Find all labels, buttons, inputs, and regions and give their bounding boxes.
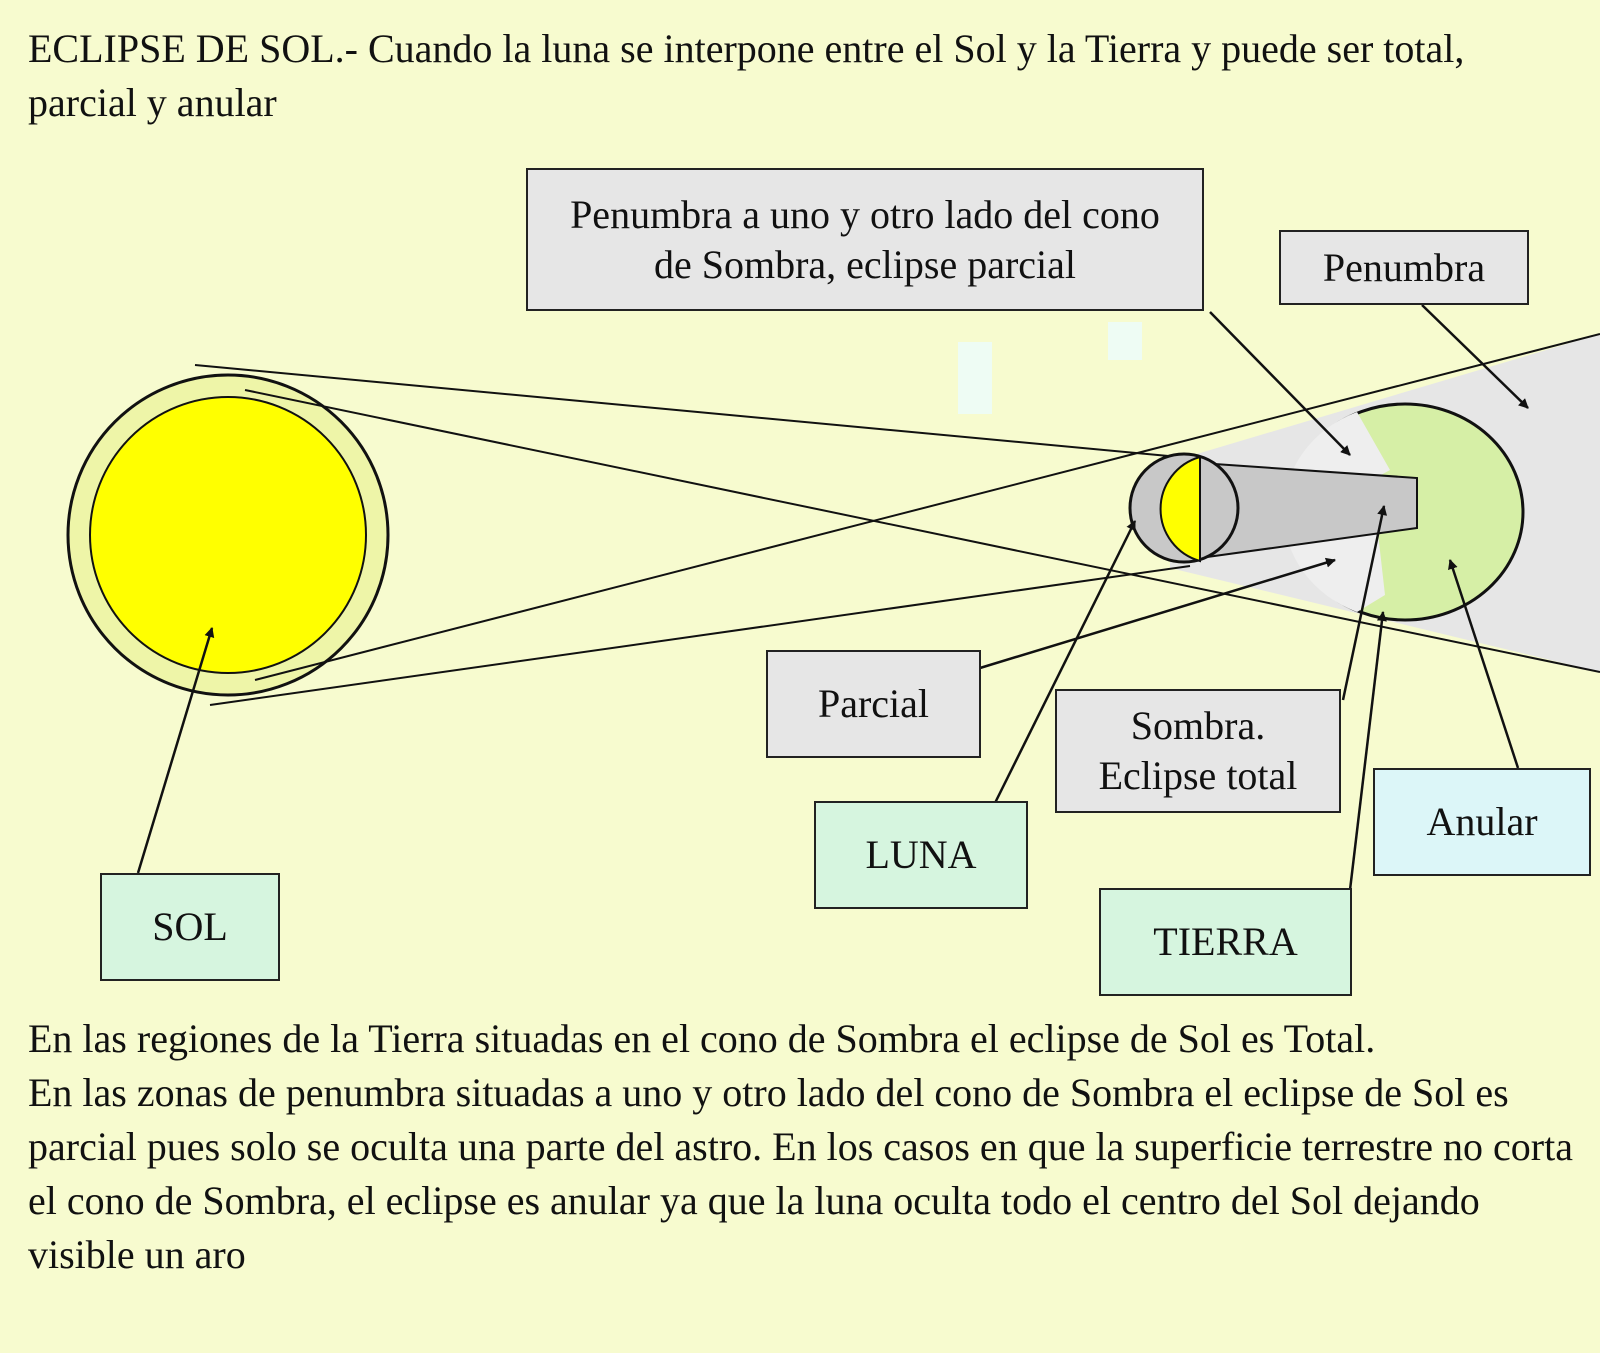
label-penumbra-text: Penumbra (1322, 244, 1486, 290)
ray-line (209, 565, 1191, 706)
label-sombra-line1: Sombra. (1130, 703, 1266, 748)
heading: ECLIPSE DE SOL.- Cuando la luna se inter… (28, 26, 1465, 125)
label-luna: LUNA (814, 801, 1028, 909)
arrow-tierra (1348, 611, 1387, 891)
ray-line (244, 389, 1600, 673)
label-anular: Anular (1373, 768, 1591, 876)
decorative-rect (1108, 322, 1142, 360)
label-penumbra-sides: Penumbra a uno y otro lado del cono de S… (526, 168, 1204, 311)
arrow-parcial (979, 557, 1336, 670)
label-sol-text: SOL (152, 904, 228, 949)
ray-line (254, 333, 1600, 681)
body-paragraph-1: En las regiones de la Tierra situadas en… (28, 1016, 1376, 1061)
arrow-sol (136, 627, 215, 874)
label-parcial-text: Parcial (817, 681, 930, 726)
arrow-penumbra-sides (1209, 311, 1351, 456)
arrow-luna (993, 520, 1137, 804)
label-penumbra: Penumbra (1279, 230, 1529, 305)
moon-lit-half (1159, 455, 1201, 563)
arrow-sombra (1341, 505, 1388, 701)
body-paragraph-2: En las zonas de penumbra situadas a uno … (28, 1070, 1573, 1277)
body-text: En las regiones de la Tierra situadas en… (28, 1012, 1578, 1282)
arrow-anular (1448, 559, 1520, 769)
arrow-penumbra (1421, 304, 1529, 409)
decorative-rect (958, 342, 992, 414)
ray-line (194, 364, 1191, 459)
label-anular-text: Anular (1426, 799, 1538, 844)
label-parcial: Parcial (766, 650, 981, 758)
sun (89, 396, 367, 674)
label-sol: SOL (100, 873, 280, 981)
label-sombra: Sombra. Eclipse total (1055, 689, 1341, 813)
label-penumbra-sides-text: Penumbra a uno y otro lado del cono de S… (570, 191, 1160, 287)
label-luna-text: LUNA (865, 832, 977, 877)
label-tierra-text: TIERRA (1153, 919, 1298, 964)
label-tierra: TIERRA (1099, 888, 1352, 996)
label-sombra-line2: Eclipse total (1098, 753, 1298, 798)
